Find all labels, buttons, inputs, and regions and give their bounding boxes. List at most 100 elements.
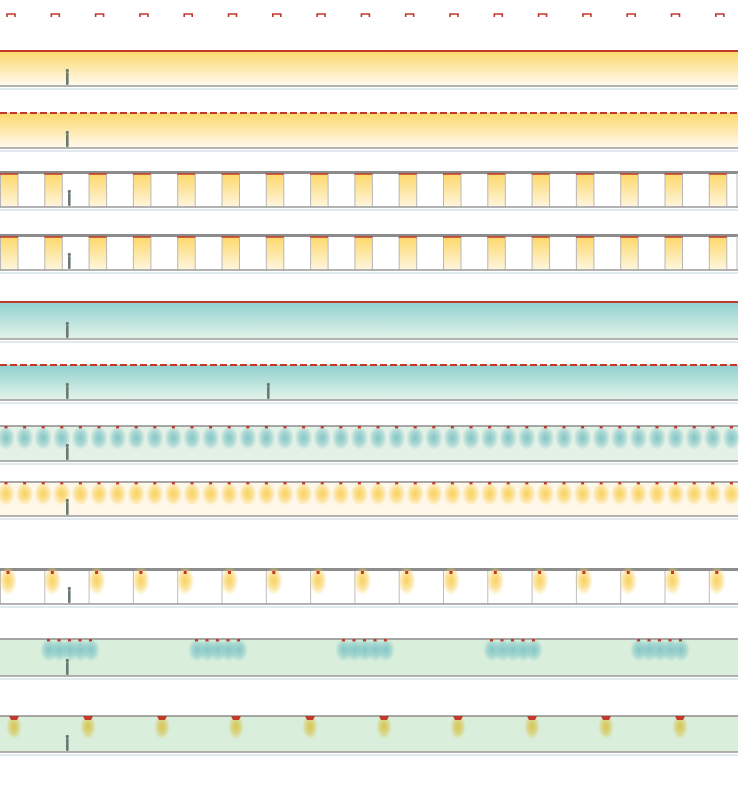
downlight-fixture (674, 482, 678, 485)
light-halo (685, 427, 704, 451)
downlight-fixture (488, 426, 492, 429)
cool-dashed-row (0, 364, 738, 404)
spot-fixture (715, 571, 719, 574)
lit-panel (0, 237, 18, 270)
fixture-symbol (227, 13, 238, 17)
light-halo (108, 427, 127, 451)
lit-panel (708, 174, 727, 207)
downlight-fixture (60, 482, 64, 485)
person-figure (67, 189, 71, 206)
light-halo (127, 483, 146, 507)
light-halo (127, 427, 146, 451)
person-figure (65, 130, 69, 147)
light-halo (331, 427, 350, 451)
lit-panel (620, 174, 639, 207)
downlight-fixture (500, 639, 504, 642)
spot-fixture (405, 571, 409, 574)
spot-glow (442, 567, 460, 597)
spot-fixture (305, 716, 315, 720)
downlight-fixture (413, 426, 417, 429)
light-halo (536, 427, 555, 451)
warm-bay-spots-row (0, 567, 738, 608)
downlight-fixture (320, 426, 324, 429)
downlight-fixture (264, 426, 268, 429)
downlight-fixture (171, 482, 175, 485)
light-halo (313, 483, 332, 507)
downlight-fixture (342, 639, 345, 642)
downlight-fixture (153, 426, 157, 429)
downlight-fixture (209, 426, 213, 429)
downlight-fixture (637, 639, 640, 642)
downlight-fixture (41, 426, 45, 429)
spot-fixture (6, 571, 10, 574)
light-halo (629, 483, 648, 507)
light-cluster (40, 639, 100, 663)
downlight-fixture (450, 482, 454, 485)
spot-glow (574, 567, 593, 597)
downlight-fixture (506, 426, 510, 429)
lit-panel (487, 237, 506, 270)
light-halo (201, 427, 220, 451)
ceiling-rail (0, 234, 738, 237)
spot-glow (302, 715, 318, 741)
light-halo (592, 483, 611, 507)
downlight-fixture (432, 482, 436, 485)
downlight-fixture (246, 482, 250, 485)
spot-fixture (626, 571, 630, 574)
downlight-fixture (97, 426, 101, 429)
downlight-fixture (413, 482, 417, 485)
downlight-fixture (246, 426, 250, 429)
spot-glow (450, 715, 466, 741)
person-figure (67, 252, 71, 269)
downlight-fixture (60, 426, 64, 429)
lit-panel (132, 174, 151, 207)
downlight-fixture (264, 482, 268, 485)
light-cluster (188, 639, 248, 663)
light-halo (525, 639, 543, 663)
lit-panel (620, 237, 639, 270)
downlight-fixture (658, 639, 661, 642)
downlight-fixture (363, 639, 366, 642)
light-halo (350, 427, 369, 451)
downlight-fixture (679, 639, 682, 642)
spot-fixture (675, 716, 685, 720)
lit-panel (531, 174, 550, 207)
fixture-symbol (6, 13, 16, 17)
spot-fixture (231, 716, 241, 720)
person-figure (65, 443, 69, 460)
lit-panel (354, 237, 373, 270)
light-halo (350, 483, 369, 507)
light-halo (480, 427, 499, 451)
light-halo (34, 483, 53, 507)
light-halo (703, 427, 722, 451)
lit-panel (265, 237, 284, 270)
downlight-fixture (190, 426, 194, 429)
light-halo (71, 483, 90, 507)
warm-dashed-row (0, 112, 738, 152)
person-figure (65, 734, 69, 751)
light-halo (536, 483, 555, 507)
light-halo (90, 483, 108, 507)
fixture-symbol (449, 13, 459, 17)
light-halo (145, 427, 164, 451)
downlight-fixture (89, 639, 92, 642)
light-halo (387, 483, 406, 507)
light-halo (257, 427, 276, 451)
spot-fixture (582, 571, 586, 574)
cool-cluster-row (0, 638, 738, 680)
spot-glow (6, 715, 22, 741)
spot-glow (228, 715, 244, 741)
light-halo (369, 427, 387, 451)
person-figure (67, 586, 71, 603)
downlight-fixture (511, 639, 514, 642)
downlight-fixture (216, 639, 219, 642)
light-halo (406, 483, 425, 507)
fixture-symbol (582, 13, 592, 17)
spot-fixture (139, 571, 143, 574)
spot-fixture (9, 716, 19, 720)
spot-fixture (272, 571, 276, 574)
light-halo (666, 483, 685, 507)
spot-fixture (228, 571, 231, 574)
light-halo (0, 483, 15, 507)
cool-continuous-row (0, 301, 738, 343)
